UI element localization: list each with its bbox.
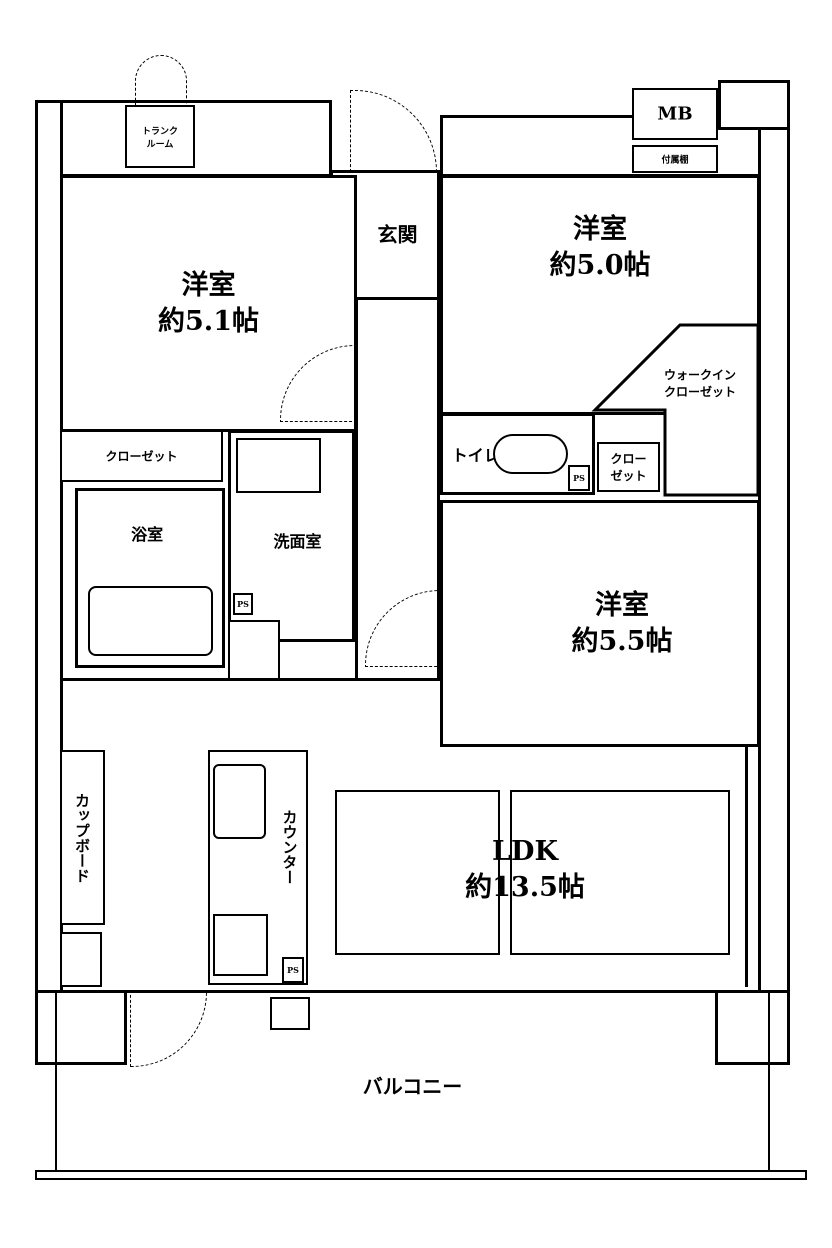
corridor: [355, 300, 440, 680]
western-room-2-name: 洋室: [572, 214, 627, 246]
walk-in-closet: [591, 323, 760, 497]
western-room-3-size: 約5.5帖: [571, 625, 673, 657]
mb-label: MB: [657, 103, 693, 125]
trunk-room: トランクルーム: [125, 105, 195, 168]
washroom-label: 洗面室: [273, 532, 322, 552]
bath: 浴室: [75, 488, 225, 668]
western-room-3-name: 洋室: [594, 589, 649, 621]
outer-wall-right: [758, 80, 790, 1000]
ldk-size: 約13.5帖: [465, 872, 585, 903]
ldk-right-wall: [745, 747, 748, 987]
western-room-3: 洋室約5.5帖: [440, 500, 760, 747]
entrance-door[interactable]: [350, 90, 437, 172]
kitchen-sink: [213, 764, 266, 839]
cupboard-label: カップボード: [73, 792, 91, 883]
washroom: 洗面室 PS: [228, 430, 355, 642]
balcony-railing: [35, 1170, 807, 1180]
walk-in-closet-label-2: クローゼット: [663, 385, 737, 399]
ldk-name: LDK: [492, 836, 558, 867]
outer-wall-right-top: [718, 80, 790, 130]
cupboard: カップボード: [60, 750, 105, 925]
ps-label-3: PS: [287, 965, 299, 975]
closet-1-label: クローゼット: [105, 449, 178, 464]
bath-label: 浴室: [131, 524, 164, 544]
ps-box-2: PS: [568, 465, 590, 491]
closet-1: クローゼット: [60, 430, 223, 482]
toilet-bowl: [493, 434, 568, 474]
western-room-1-size: 約5.1帖: [158, 305, 259, 337]
closet-2-label-1: クロー: [610, 452, 647, 466]
ps-label-2: PS: [573, 473, 585, 483]
floor-area-right: [510, 790, 730, 955]
floor-area-left: [335, 790, 500, 955]
washroom-storage: [228, 620, 280, 680]
stove: [213, 914, 268, 976]
toilet: トイレ: [440, 413, 595, 495]
cupboard-storage: [60, 932, 102, 987]
ps-label-1: PS: [237, 599, 249, 609]
outer-wall-left: [35, 100, 63, 1000]
ldk: [60, 678, 440, 990]
walk-in-closet-label-1: ウォークイン: [663, 368, 737, 382]
closet-2-label-2: ゼット: [610, 469, 647, 483]
shelf-label: 付属棚: [661, 155, 689, 166]
entrance-label: 玄関: [377, 222, 418, 247]
toilet-label: トイレ: [451, 446, 500, 465]
ps-box-3: PS: [282, 957, 304, 983]
counter-label: カウンター: [280, 809, 299, 885]
balcony: バルコニー: [55, 990, 770, 1170]
balcony-sink: [270, 997, 310, 1030]
shelf-box: 付属棚: [632, 145, 718, 173]
ps-box-1: PS: [233, 593, 253, 615]
balcony-label: バルコニー: [362, 1074, 463, 1099]
western-room-1-name: 洋室: [181, 269, 236, 301]
trunk-room-label-2: ルーム: [146, 139, 174, 150]
kitchen-counter: カウンター PS: [208, 750, 308, 985]
western-room-2-size: 約5.0帖: [549, 250, 651, 282]
wash-basin: [236, 438, 321, 493]
mb-box: MB: [632, 88, 718, 140]
closet-2: クローゼット: [597, 442, 660, 492]
trunk-room-label-1: トランク: [141, 126, 179, 137]
bathtub: [88, 586, 213, 656]
trunk-room-door[interactable]: [135, 55, 187, 107]
